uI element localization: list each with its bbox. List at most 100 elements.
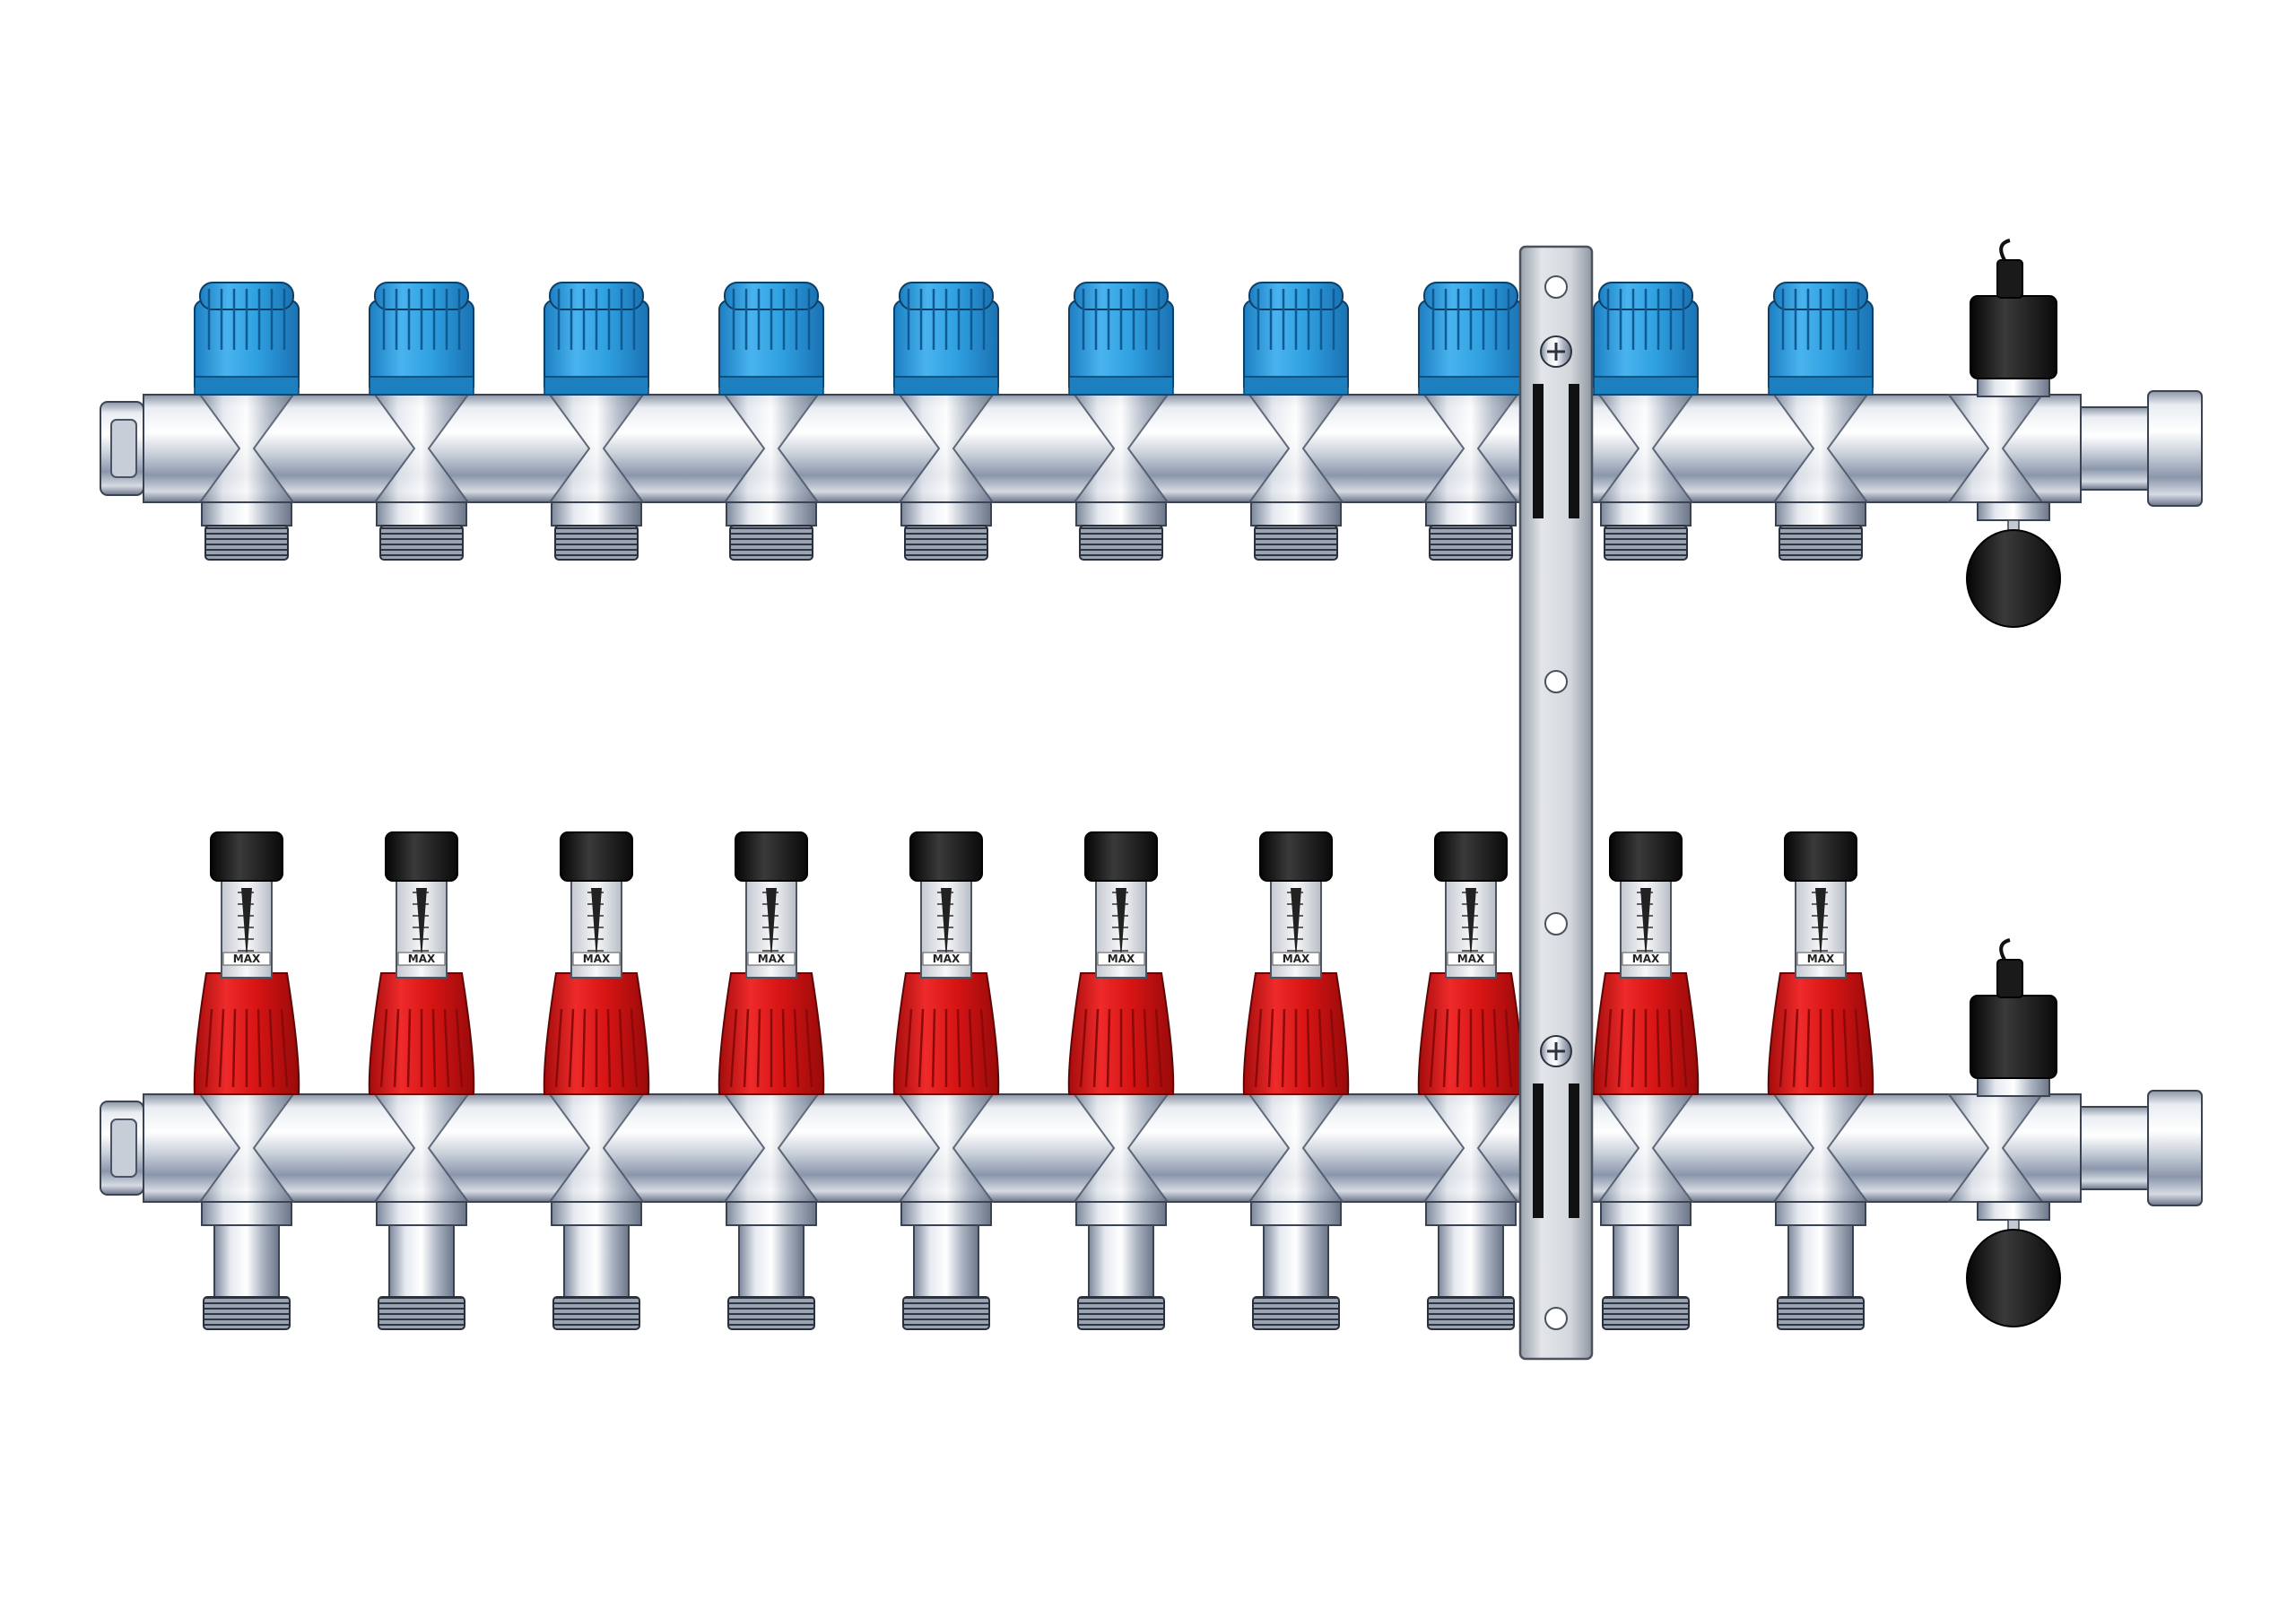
flow-valve-rib: [968, 1008, 975, 1088]
bracket-plate: [1518, 245, 1594, 1361]
flowmeter-cap: [1784, 831, 1857, 882]
valve-cap-skirt: [544, 376, 649, 396]
blue-valve-cap-icon: [544, 282, 649, 396]
bracket-clamp-left: [1533, 1083, 1544, 1218]
flow-valve-rib: [1842, 1008, 1849, 1088]
outlet-fitting: [1250, 501, 1342, 561]
flow-valve-rib: [904, 1008, 913, 1088]
flowmeter-label-band: [1447, 952, 1495, 966]
bracket-hole: [1544, 670, 1568, 693]
flowmeter-indicator: [1640, 888, 1651, 960]
flowmeter-cap: [1434, 831, 1508, 882]
valve-cap-skirt: [718, 376, 824, 396]
flow-left-plug: [110, 1118, 137, 1178]
outlet-thread: [904, 525, 988, 561]
flowmeter-label: MAX: [408, 953, 436, 965]
flow-valve-rib: [568, 1008, 575, 1088]
outlet-fitting: [1775, 1201, 1866, 1330]
outlet-nut: [376, 1201, 467, 1226]
drain-collar: [1977, 501, 2050, 521]
outlet-fitting: [1425, 501, 1517, 561]
flow-valve-rib: [1281, 1008, 1286, 1088]
bracket-hole: [1544, 275, 1568, 299]
flow-valve-rib: [1106, 1008, 1111, 1088]
outlet-thread: [1777, 1296, 1865, 1330]
flowmeter-label: MAX: [1108, 953, 1135, 965]
flow-valve-rib: [1306, 1008, 1311, 1088]
flow-right-sleeve: [2080, 1106, 2153, 1190]
flow-valve-rib: [931, 1008, 936, 1088]
flow-valve-rib: [1329, 1008, 1338, 1088]
flow-valve-rib: [431, 1008, 437, 1088]
outlet-thread: [552, 1296, 640, 1330]
drain-cap-icon: [1966, 529, 2061, 628]
flowmeter-cap: [385, 831, 458, 882]
flowmeter-label: MAX: [933, 953, 961, 965]
return-left-plug: [110, 419, 137, 478]
bracket-hole: [1544, 912, 1568, 936]
vent-wire: [1999, 938, 2011, 961]
valve-cap-skirt: [1243, 376, 1349, 396]
flowmeter-indicator: [941, 888, 952, 960]
outlet-thread: [1427, 1296, 1515, 1330]
flow-valve-rib: [918, 1008, 925, 1088]
outlet-nut: [201, 1201, 292, 1226]
flow-valve-rib: [1831, 1008, 1836, 1088]
flow-valve-rib: [1779, 1008, 1787, 1088]
flow-valve-rib: [204, 1008, 213, 1088]
bracket-clamp-right: [1569, 384, 1579, 518]
air-vent-icon: [1966, 239, 2061, 628]
return-right-nut: [2147, 390, 2203, 507]
flow-valve-rib: [406, 1008, 412, 1088]
flow-valve-rib: [979, 1008, 988, 1088]
outlet-nut: [900, 1201, 992, 1226]
flowmeter-label: MAX: [1283, 953, 1310, 965]
outlet-thread: [378, 1296, 465, 1330]
flowmeter-cap: [560, 831, 633, 882]
flow-valve-rib: [1481, 1008, 1486, 1088]
flow-valve-rib: [729, 1008, 738, 1088]
flow-valve-rib: [257, 1008, 262, 1088]
flowmeter-cap: [210, 831, 283, 882]
flowmeter-icon: MAX: [1417, 831, 1525, 1095]
flow-valve-rib: [1792, 1008, 1799, 1088]
flow-valve-rib: [756, 1008, 761, 1088]
flow-valve-rib: [268, 1008, 275, 1088]
outlet-fitting: [1075, 501, 1167, 561]
outlet-thread: [204, 525, 289, 561]
flowmeter-label: MAX: [233, 953, 261, 965]
outlet-nut: [1075, 501, 1167, 527]
outlet-nut: [1775, 1201, 1866, 1226]
flow-right-nut: [2147, 1090, 2203, 1206]
outlet-thread: [1254, 525, 1338, 561]
flowmeter-label: MAX: [1807, 953, 1835, 965]
flow-valve-rib: [956, 1008, 961, 1088]
flowmeter-cap: [735, 831, 808, 882]
flowmeter-label-band: [1796, 952, 1845, 966]
drain-collar: [1977, 1201, 2050, 1221]
flow-valve-rib: [1092, 1008, 1100, 1088]
outlet-fitting: [201, 1201, 292, 1330]
flowmeter-cap: [909, 831, 983, 882]
flowmeter-icon: MAX: [368, 831, 475, 1095]
air-vent-icon: [1966, 938, 2061, 1327]
flow-valve-rib: [743, 1008, 750, 1088]
flowmeter-label: MAX: [1632, 953, 1660, 965]
flowmeter-indicator: [416, 888, 427, 960]
outlet-fitting: [1425, 1201, 1517, 1330]
flow-valve-rib: [1131, 1008, 1136, 1088]
flowmeter-indicator: [1815, 888, 1826, 960]
outlet-fitting: [1600, 501, 1692, 561]
outlet-stem: [213, 1224, 280, 1298]
outlet-thread: [727, 1296, 815, 1330]
flow-valve-rib: [443, 1008, 450, 1088]
outlet-thread: [379, 525, 464, 561]
mounting-bracket: [1518, 245, 1594, 1361]
outlet-stem: [1787, 1224, 1854, 1298]
valve-cap-skirt: [369, 376, 474, 396]
flowmeter-label-band: [572, 952, 621, 966]
valve-cap-skirt: [1768, 376, 1874, 396]
flowmeter-indicator: [591, 888, 602, 960]
flowmeter-icon: MAX: [1767, 831, 1874, 1095]
